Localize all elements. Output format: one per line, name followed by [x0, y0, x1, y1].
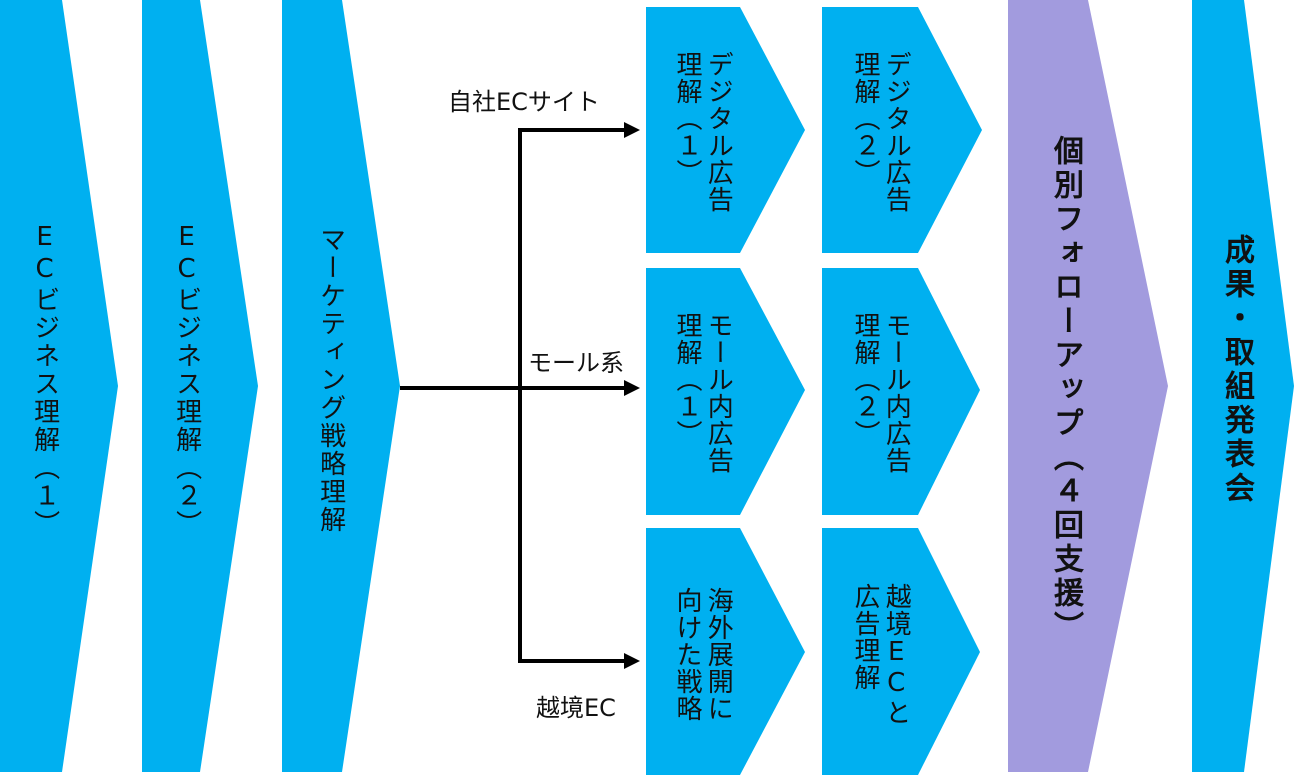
chevron-crossborder-ad [822, 528, 980, 775]
step-marketing-label: マーケティング戦略理解 [315, 226, 346, 534]
chevron-ec1 [0, 0, 118, 772]
branch-label-mall: モール系 [528, 349, 624, 377]
chevron-mall2 [822, 268, 980, 515]
step-followup-label: 個別フォローアップ（４回支援） [1048, 135, 1083, 645]
course-mall2-label: モール内広告 理解（２） [850, 312, 912, 474]
chevron-overseas [646, 528, 805, 775]
step-result-label: 成果・取組発表会 [1219, 234, 1254, 506]
chevron-ec2 [142, 0, 258, 772]
step-ec1-label: ECビジネス理解（１） [29, 222, 60, 538]
course-digital2-label: デジタル広告 理解（２） [850, 51, 912, 213]
chevron-result [1192, 0, 1294, 772]
chevron-followup [1008, 0, 1168, 772]
arrowhead-middle [624, 380, 640, 396]
course-crossborder-ad-label: 越境ECと 広告理解 [850, 583, 912, 726]
chevron-marketing [282, 0, 400, 772]
step-ec2-label: ECビジネス理解（２） [171, 222, 202, 538]
arrowhead-top [624, 122, 640, 138]
branch-connectors [400, 122, 640, 669]
chevron-mall1 [646, 268, 805, 515]
course-digital1-label: デジタル広告 理解（１） [672, 51, 734, 213]
arrowhead-bottom [624, 653, 640, 669]
course-overseas-label: 海外展開に 向けた戦略 [672, 587, 734, 722]
course-mall1-label: モール内広告 理解（１） [672, 312, 734, 474]
branch-label-own-site: 自社ECサイト [448, 88, 600, 116]
chevron-digital1 [646, 7, 805, 253]
branch-label-cross-border: 越境EC [536, 694, 616, 722]
chevron-digital2 [822, 7, 982, 253]
